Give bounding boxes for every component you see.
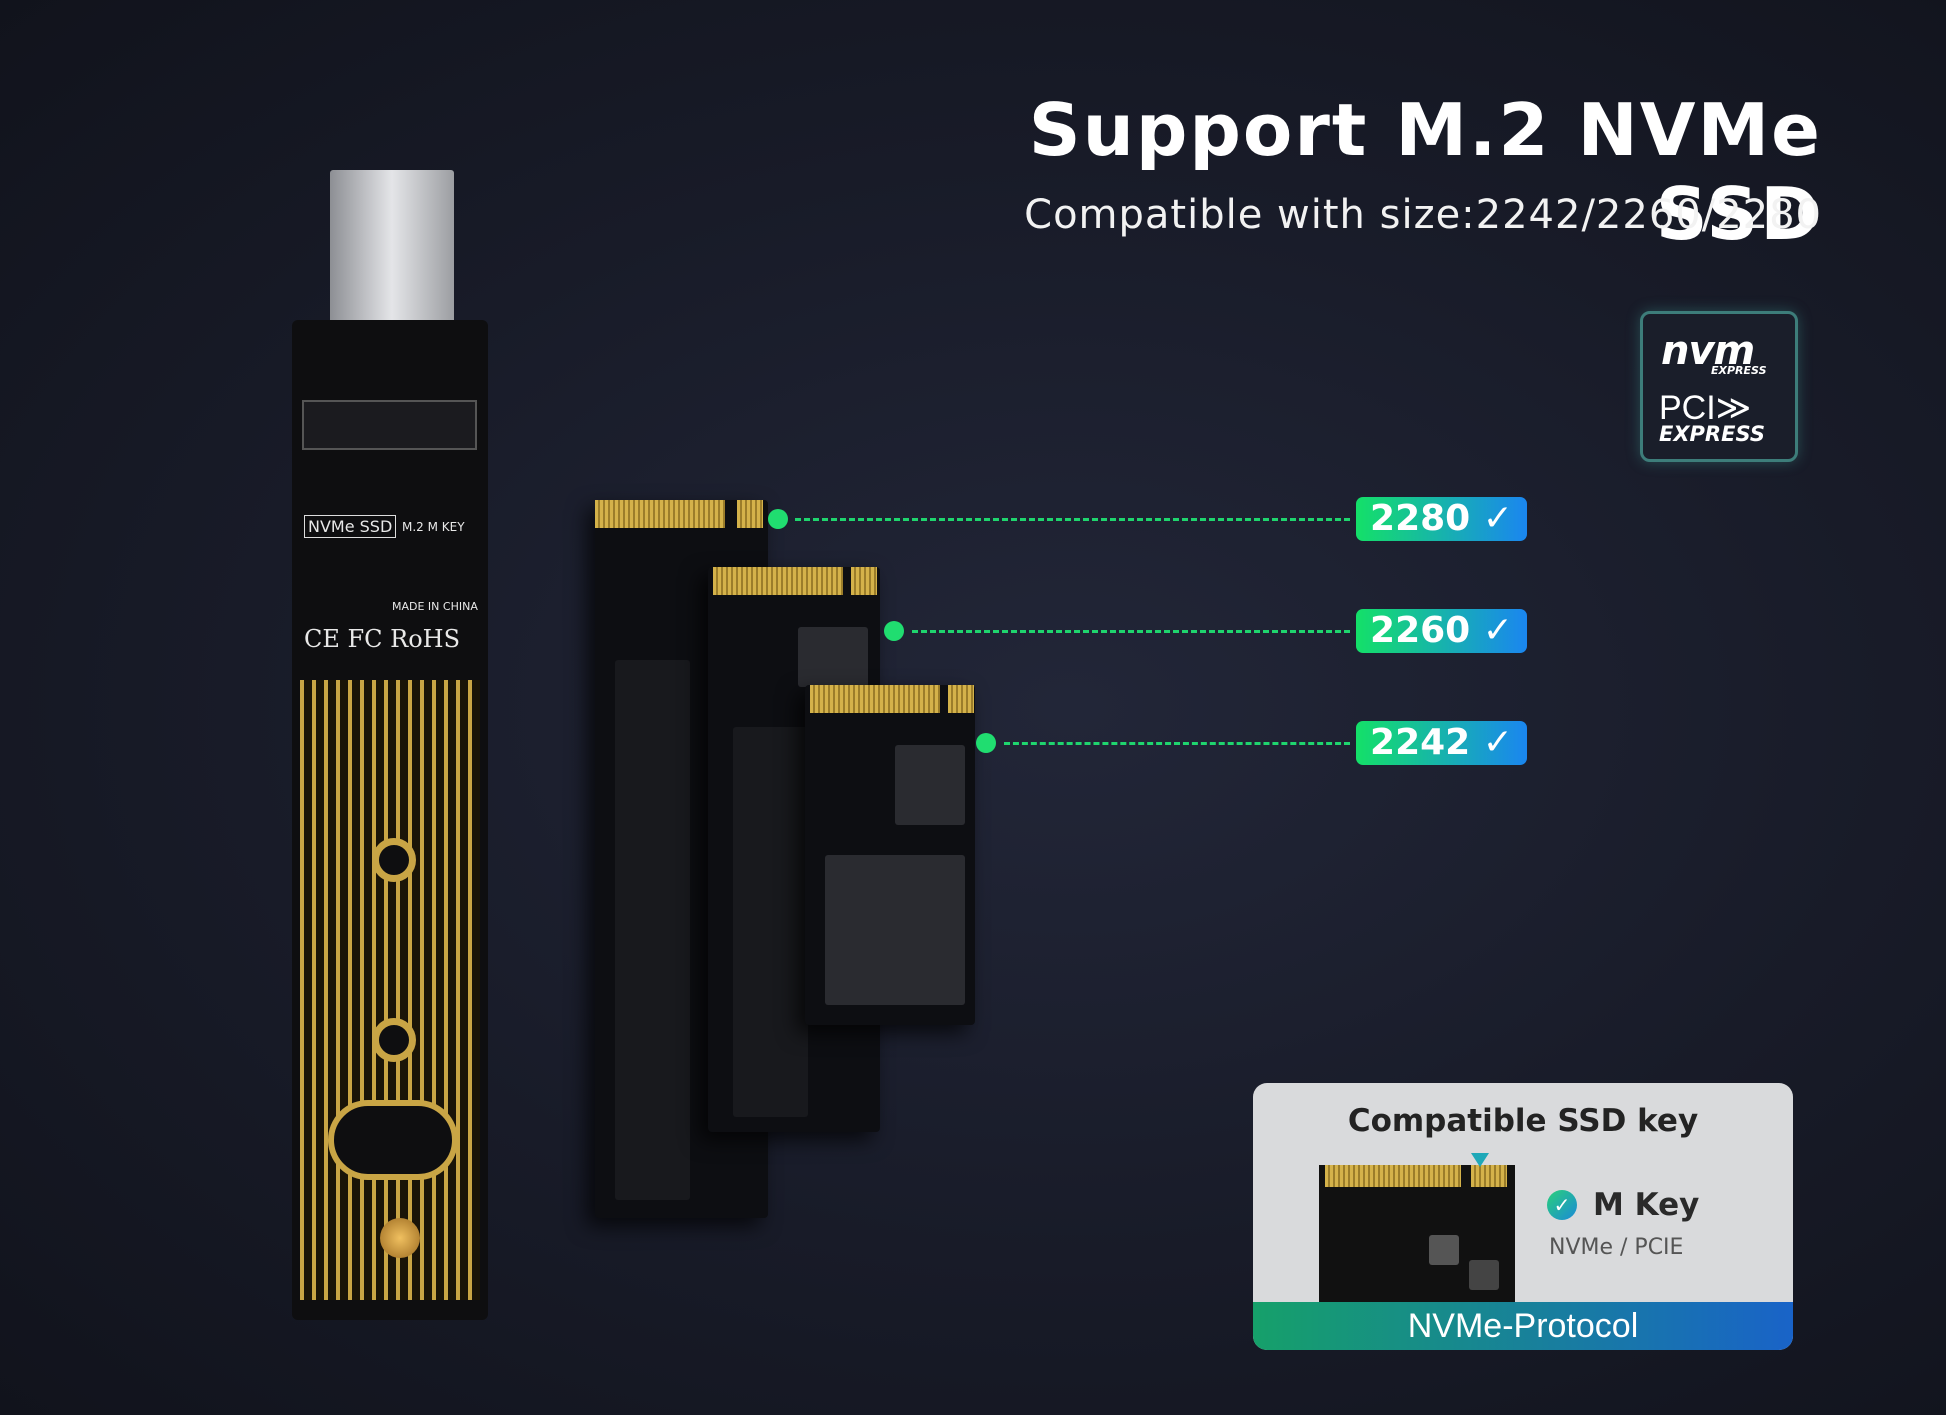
mount-hole [372,1018,416,1062]
adapter-label-made: MADE IN CHINA [392,600,478,613]
subheadline: Compatible with size:2242/2260/2280 [1024,192,1822,238]
key-notch-arrow-icon [1471,1153,1489,1167]
size-badge-2242: 2242 ✓ [1356,721,1527,765]
adapter-label-nvme: NVMe SSD [304,515,397,538]
nvm-logo-sub: EXPRESS [1711,364,1767,377]
size-label: 2242 [1370,722,1471,763]
check-icon: ✓ [1482,722,1513,763]
protocol-label: NVMe / PCIE [1549,1235,1684,1260]
protocol-footer: NVMe-Protocol [1253,1302,1793,1350]
dashed-line-2280 [795,518,1350,521]
size-label: 2260 [1370,610,1471,651]
dashed-line-2260 [912,630,1350,633]
adapter-label-cert: CE FC RoHS [304,625,461,653]
pci-logo-sub: EXPRESS [1659,422,1765,446]
headline: Support M.2 NVMe SSD [1028,88,1822,256]
mount-hole [372,838,416,882]
m-key-label: M Key [1593,1187,1700,1223]
nvme-pcie-logo: nvm EXPRESS PCI≫ EXPRESS [1640,311,1798,462]
connector-dot-2280 [768,509,788,529]
connector-dot-2260 [884,621,904,641]
size-badge-2260: 2260 ✓ [1356,609,1527,653]
adapter-heat-pads [300,680,480,1300]
adapter-slot-hole [328,1100,458,1180]
adapter-label-mkey: M.2 M KEY [402,520,465,534]
ssd-2242 [805,685,975,1025]
check-icon: ✓ [1482,610,1513,651]
m-key-ssd-image [1319,1165,1515,1303]
screw-standoff [380,1218,420,1258]
check-circle-icon: ✓ [1547,1190,1577,1220]
check-icon: ✓ [1482,498,1513,539]
size-badge-2280: 2280 ✓ [1356,497,1527,541]
m2-slot [302,400,477,450]
key-card-title: Compatible SSD key [1347,1103,1699,1139]
dashed-line-2242 [1004,742,1350,745]
nvm-logo-text: nvm [1661,328,1755,374]
size-label: 2280 [1370,498,1471,539]
pci-logo-text: PCI≫ [1659,389,1752,427]
compatible-key-card: Compatible SSD key ✓ M Key NVMe / PCIE N… [1253,1083,1793,1350]
connector-dot-2242 [976,733,996,753]
